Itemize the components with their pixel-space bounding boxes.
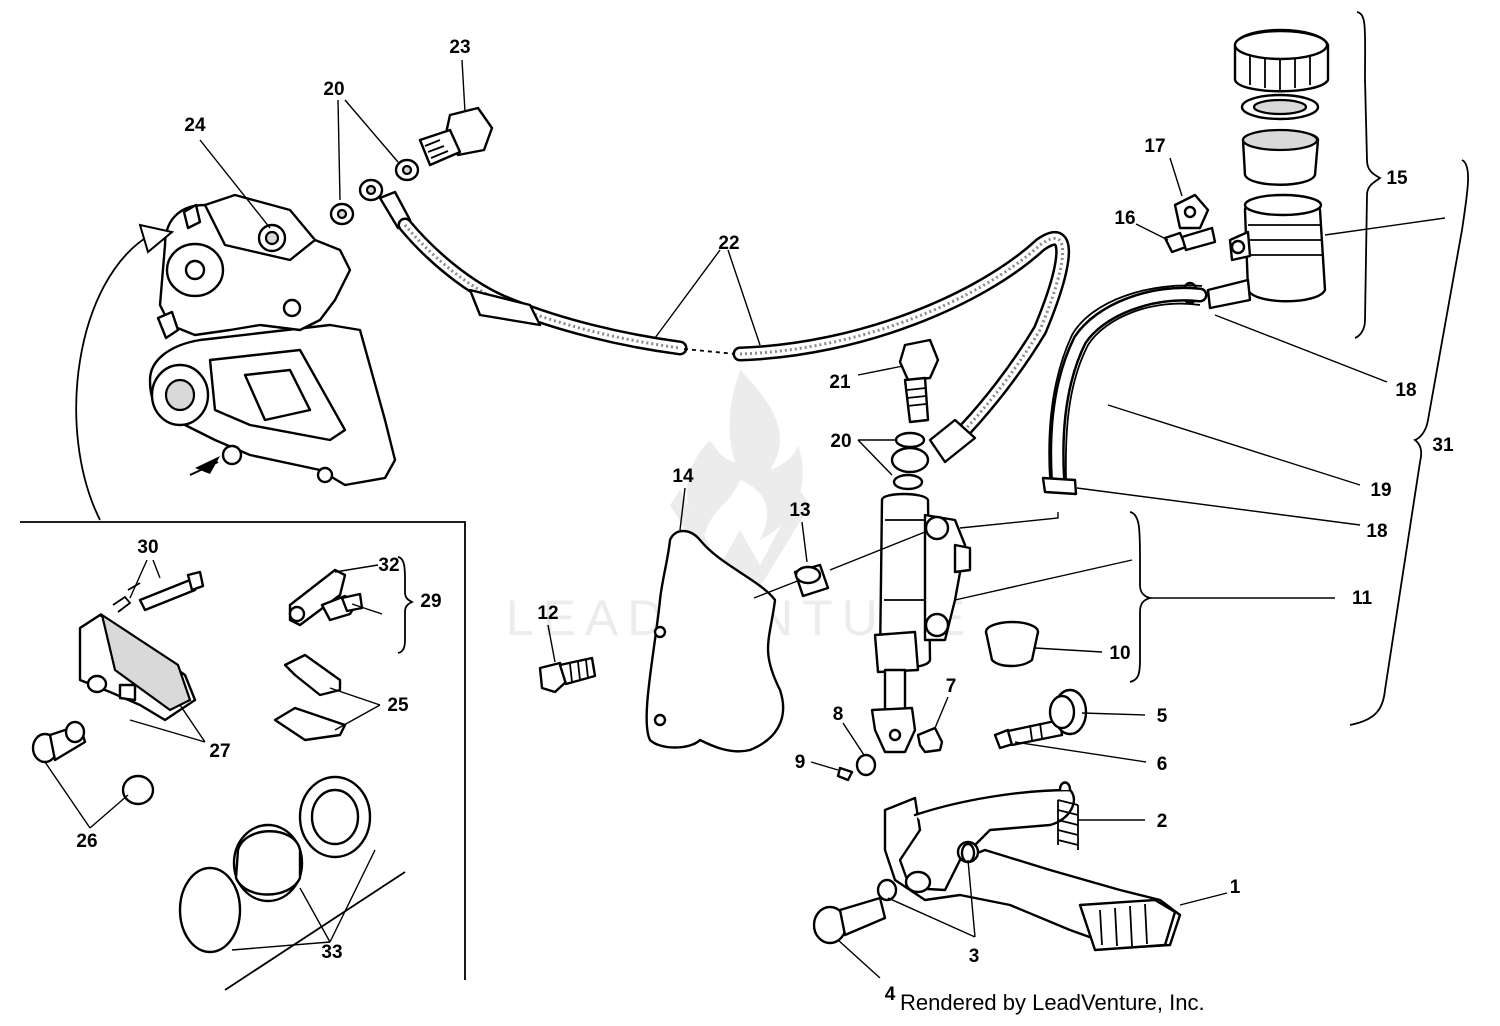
heat-guard-14 [645, 529, 785, 753]
callout-31: 31 [1432, 435, 1454, 456]
banjo-bolt-23 [418, 106, 494, 167]
diaphragm-plate [1240, 93, 1320, 121]
bolt-12 [538, 656, 597, 694]
callout-10: 10 [1109, 643, 1130, 664]
callout-2: 2 [1157, 811, 1168, 832]
callout-20-top: 20 [323, 79, 344, 100]
diaphragm [1241, 128, 1320, 186]
sealing-washers-20-lower [890, 431, 930, 491]
brace-11 [1129, 511, 1154, 683]
pivot-bolt-4 [812, 896, 887, 945]
render-credit: Rendered by LeadVenture, Inc. [900, 990, 1205, 1015]
banjo-bolt-21 [898, 338, 940, 424]
brace-31 [1349, 159, 1469, 726]
callout-24: 24 [184, 115, 206, 136]
callout-9: 9 [795, 752, 806, 773]
callout-4: 4 [885, 984, 896, 1005]
master-cylinder-11 [870, 492, 972, 754]
washer-8 [855, 753, 877, 777]
reservoir-body [1206, 193, 1327, 310]
callout-20-lower: 20 [830, 431, 851, 452]
callout-labels: 1 2 3 4 5 6 7 8 9 10 11 12 13 14 15 16 1… [76, 37, 1454, 1005]
callout-29: 29 [420, 591, 441, 612]
callout-18-upper: 18 [1395, 380, 1416, 401]
rear-brake-caliper [75, 193, 397, 521]
bolt-6 [993, 718, 1064, 750]
callout-3: 3 [969, 946, 980, 967]
callout-13: 13 [789, 500, 810, 521]
brace-29 [397, 556, 415, 654]
callout-18-lower: 18 [1366, 521, 1387, 542]
reservoir-hose-19 [1048, 284, 1208, 488]
o-rings-3 [876, 842, 976, 902]
callout-21: 21 [829, 372, 851, 393]
callout-30: 30 [137, 537, 158, 558]
callout-25: 25 [387, 695, 409, 716]
caliper-service-kit-inset [20, 521, 466, 991]
callout-7: 7 [946, 676, 957, 697]
callout-27: 27 [209, 741, 230, 762]
callout-15: 15 [1386, 168, 1408, 189]
leader-lines [44, 59, 1446, 979]
clevis-pin-7 [916, 726, 944, 754]
reservoir-cap [1233, 28, 1330, 93]
cap-5 [1048, 688, 1088, 736]
callout-17: 17 [1144, 136, 1165, 157]
brake-hose-22 [378, 190, 1071, 464]
callout-5: 5 [1157, 706, 1168, 727]
spring-2 [1057, 781, 1079, 850]
cotter-pin-9 [836, 766, 854, 782]
callout-11: 11 [1352, 588, 1373, 609]
brace-15 [1354, 11, 1382, 339]
callout-22: 22 [718, 233, 739, 254]
callout-16: 16 [1114, 208, 1135, 229]
callout-12: 12 [537, 603, 558, 624]
boot-10 [984, 620, 1040, 668]
callout-33: 33 [321, 942, 342, 963]
brake-pedal-1 [883, 788, 1182, 952]
callout-32: 32 [378, 555, 399, 576]
hose-clamp-18-lower [1041, 476, 1078, 496]
sealing-washers-20-top [329, 158, 420, 226]
callout-6: 6 [1157, 754, 1168, 775]
callout-23: 23 [449, 37, 470, 58]
callout-8: 8 [833, 704, 844, 725]
callout-19: 19 [1370, 480, 1391, 501]
callout-26: 26 [76, 831, 97, 852]
clip-17 [1173, 193, 1210, 230]
callout-14: 14 [672, 466, 694, 487]
screw-16 [1163, 226, 1217, 254]
collar-13 [793, 563, 830, 598]
callout-1: 1 [1230, 877, 1241, 898]
